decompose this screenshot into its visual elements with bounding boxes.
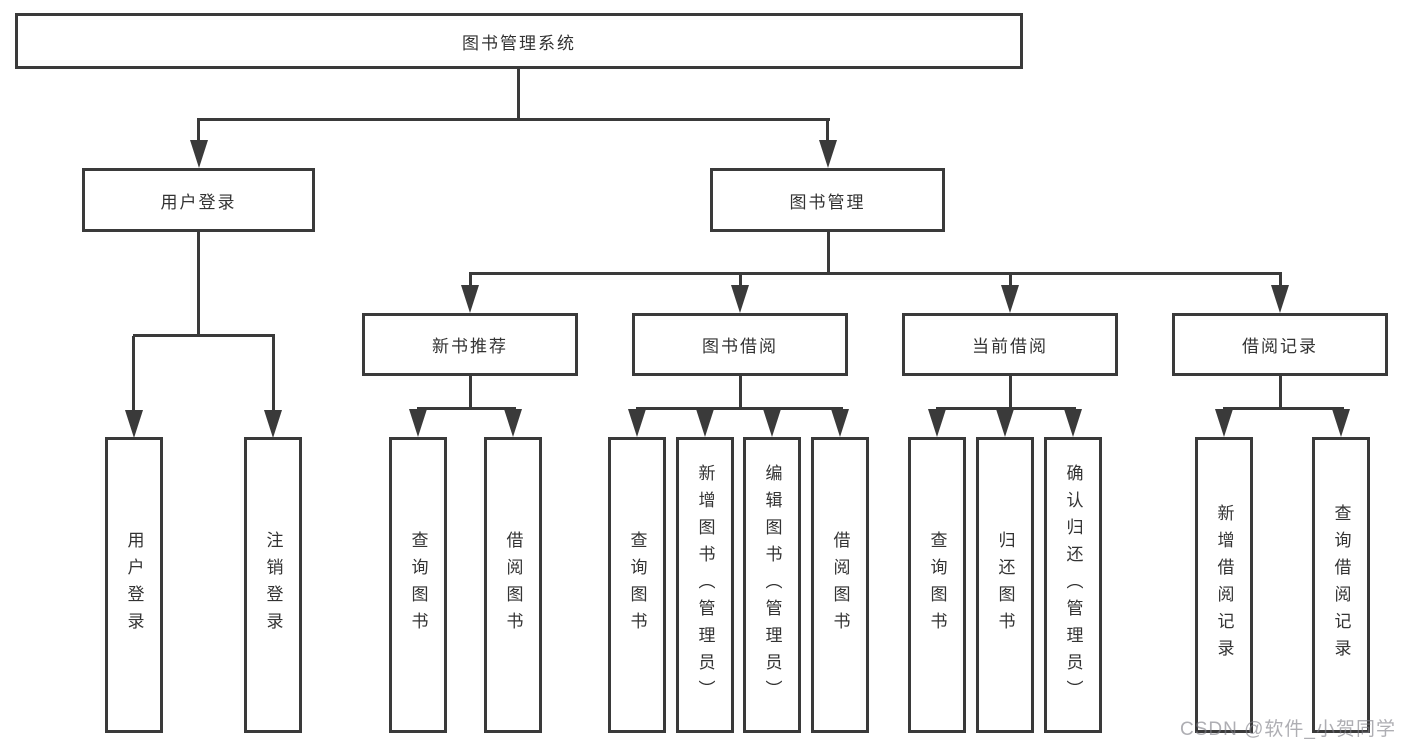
leaf-label: 借阅图书 [830,531,850,639]
leaf-label: 查询图书 [408,531,428,639]
leaf-add-borrow-record: 新增借阅记录 [1195,437,1253,733]
connector-newbook-bus [417,407,516,410]
node-label: 当前借阅 [972,337,1048,356]
arrow-down-icon [731,285,749,313]
watermark: CSDN @软件_小贺同学 [1180,719,1396,740]
leaf-query-books-borrowing: 查询图书 [608,437,666,733]
leaf-label: 新增借阅记录 [1214,504,1234,666]
arrow-down-icon [409,409,427,437]
leaf-label: 归还图书 [995,531,1015,639]
connector-stub-newbook [469,275,472,287]
node-borrowing-records: 借阅记录 [1172,313,1388,376]
connector-book-mgmt-bus [469,272,1282,275]
connector-records-drop [1279,376,1282,409]
connector-newbook-drop [469,376,472,409]
connector-borrow-drop [739,376,742,409]
leaf-query-borrow-record: 查询借阅记录 [1312,437,1370,733]
arrow-down-icon [190,140,208,168]
node-label: 图书管理系统 [462,33,576,53]
leaf-label: 注销登录 [263,531,283,639]
node-new-book-recommend: 新书推荐 [362,313,578,376]
arrow-down-icon [819,140,837,168]
leaf-label: 编辑图书（管理员） [762,463,782,707]
leaf-confirm-return-admin: 确认归还（管理员） [1044,437,1102,733]
connector-current-bus [936,407,1076,410]
arrow-down-icon [264,410,282,438]
connector-stub-user-login [197,120,200,142]
connector-user-login-bus [133,334,275,337]
connector-stub-borrow [739,275,742,287]
node-current-borrowing: 当前借阅 [902,313,1118,376]
leaf-label: 查询图书 [627,531,647,639]
arrow-down-icon [1064,409,1082,437]
node-user-login-branch: 用户登录 [82,168,315,232]
node-book-management: 图书管理 [710,168,945,232]
leaf-label: 新增图书（管理员） [695,463,715,707]
connector-borrow-bus [636,407,843,410]
arrow-down-icon [504,409,522,437]
connector-stub-logout-leaf [272,336,275,412]
arrow-down-icon [628,409,646,437]
node-book-borrowing: 图书借阅 [632,313,848,376]
connector-records-bus [1223,407,1344,410]
leaf-return-books: 归还图书 [976,437,1034,733]
leaf-label: 查询图书 [927,531,947,639]
arrow-down-icon [1332,409,1350,437]
node-library-system: 图书管理系统 [15,13,1023,69]
leaf-label: 用户登录 [124,531,144,639]
arrow-down-icon [461,285,479,313]
leaf-label: 查询借阅记录 [1331,504,1351,666]
connector-stub-current [1009,275,1012,287]
node-label: 新书推荐 [432,337,508,356]
connector-user-login-drop [197,232,200,336]
arrow-down-icon [1215,409,1233,437]
leaf-logout: 注销登录 [244,437,302,733]
arrow-down-icon [696,409,714,437]
leaf-label: 借阅图书 [503,531,523,639]
leaf-add-books-admin: 新增图书（管理员） [676,437,734,733]
leaf-user-login: 用户登录 [105,437,163,733]
connector-stub-records [1279,275,1282,287]
leaf-borrow-books: 借阅图书 [811,437,869,733]
leaf-label: 确认归还（管理员） [1063,463,1083,707]
arrow-down-icon [831,409,849,437]
arrow-down-icon [1271,285,1289,313]
connector-book-mgmt-drop [827,232,830,274]
leaf-edit-books-admin: 编辑图书（管理员） [743,437,801,733]
node-label: 用户登录 [160,192,237,212]
arrow-down-icon [996,409,1014,437]
arrow-down-icon [928,409,946,437]
leaf-query-books-current: 查询图书 [908,437,966,733]
connector-stub-login-leaf [132,336,135,412]
node-label: 图书借阅 [702,337,778,356]
node-label: 借阅记录 [1242,337,1318,356]
connector-current-drop [1009,376,1012,409]
connector-root-bus [197,118,830,121]
node-label: 图书管理 [789,192,866,212]
arrow-down-icon [125,410,143,438]
connector-stub-book-mgmt [826,120,829,142]
leaf-borrow-books-recommend: 借阅图书 [484,437,542,733]
arrow-down-icon [763,409,781,437]
arrow-down-icon [1001,285,1019,313]
leaf-query-books-recommend: 查询图书 [389,437,447,733]
connector-root-drop [517,68,520,119]
